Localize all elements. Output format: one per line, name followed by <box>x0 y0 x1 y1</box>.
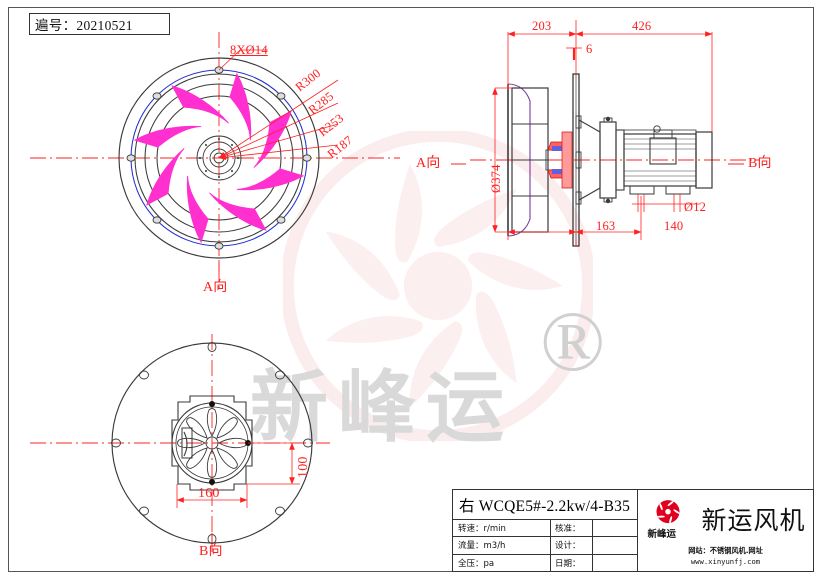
table-row: 全压：pa 日期： <box>453 554 637 571</box>
dim-163: 163 <box>596 219 616 233</box>
side-view-label-a: A向 <box>416 156 441 171</box>
spec-value-designer[interactable] <box>593 537 637 553</box>
front-view-label-a: A向 <box>203 280 228 295</box>
dim-6: 6 <box>586 42 593 56</box>
title-block-brand: 新峰运 新运风机 网站：不锈钢风机.网址 www.xinyunfj.com <box>638 490 813 571</box>
dim-203: 203 <box>532 19 552 33</box>
brand-name: 新运风机 <box>701 506 806 535</box>
dim-426: 426 <box>632 19 652 33</box>
spec-value-approved[interactable] <box>593 520 637 536</box>
spec-label-speed: 转速：r/min <box>453 520 551 537</box>
drawing-code-box: 遍号：20210521 <box>29 13 170 35</box>
table-row: 转速：r/min 核准： <box>453 520 637 538</box>
dim-dia-374: Ø374 <box>489 164 503 193</box>
spec-label-flow: 流量：m3/h <box>453 537 551 554</box>
drawing-code-label: 遍号：20210521 <box>35 18 133 33</box>
side-view-assembly <box>451 20 760 247</box>
spec-label-pressure: 全压：pa <box>453 554 551 571</box>
dim-140: 140 <box>664 219 684 233</box>
dim-dia-12: Ø12 <box>684 200 707 214</box>
brand-website: 网站：不锈钢风机.网址 www.xinyunfj.com <box>688 546 763 568</box>
drawing-frame <box>8 7 814 572</box>
title-block-left: 右 WCQE5#-2.2kw/4-B35 转速：r/min 核准： 流量：m3/… <box>453 490 638 571</box>
table-row: 流量：m3/h 设计： <box>453 537 637 555</box>
website-line-1: 网站：不锈钢风机.网址 <box>688 546 763 555</box>
website-line-2[interactable]: www.xinyunfj.com <box>690 556 761 566</box>
spec-label-approved: 核准： <box>551 520 593 537</box>
spec-label-date: 日期： <box>551 554 593 571</box>
dim-8x-d14: 8XØ14 <box>230 43 268 57</box>
front-view-impeller <box>30 32 400 288</box>
spec-label-designer: 设计： <box>551 537 593 554</box>
dim-100: 100 <box>296 456 311 478</box>
model-designation: 右 WCQE5#-2.2kw/4-B35 <box>453 490 637 520</box>
spec-rows: 转速：r/min 核准： 流量：m3/h 设计： 全压：pa 日期： <box>453 520 637 571</box>
spec-value-date[interactable] <box>593 555 637 571</box>
brand-sub-name: 新峰运 <box>647 529 676 540</box>
bottom-view-backplate <box>30 334 330 552</box>
dim-160: 160 <box>198 486 220 501</box>
side-view-label-b: B向 <box>748 156 772 171</box>
title-block: 右 WCQE5#-2.2kw/4-B35 转速：r/min 核准： 流量：m3/… <box>452 489 814 572</box>
bottom-view-label-b: B向 <box>199 544 223 559</box>
company-logo-icon: 新峰运 <box>645 496 691 542</box>
brand-row: 新峰运 新运风机 <box>645 490 805 544</box>
